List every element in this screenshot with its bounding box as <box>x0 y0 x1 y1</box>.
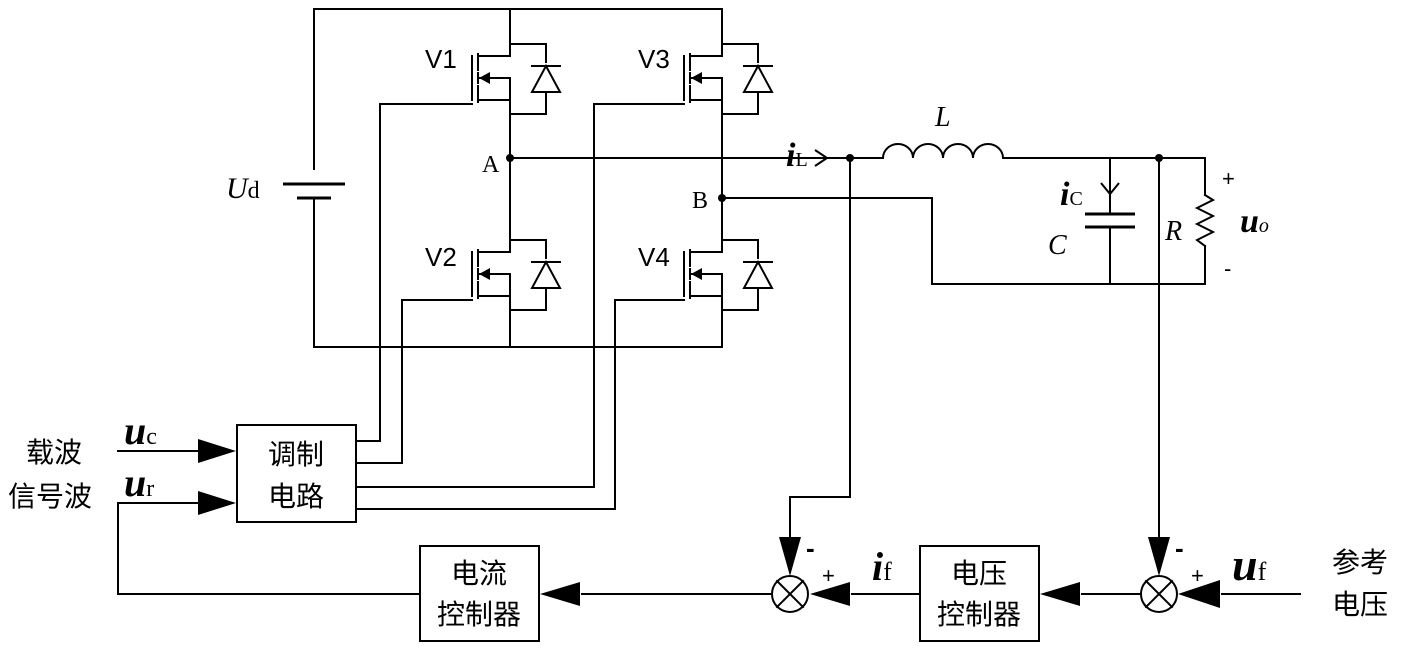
capacitor-label: C <box>1048 230 1067 261</box>
ic-label: iC <box>1060 176 1083 213</box>
sum2-minus: - <box>1175 533 1184 563</box>
output-voltage-label: uo <box>1240 203 1269 240</box>
modulation-label-line1: 调制 <box>268 439 324 470</box>
output-minus: - <box>1224 256 1231 281</box>
voltage-controller-block: 电压 控制器 <box>919 545 1040 642</box>
power-wiring <box>313 8 1206 348</box>
modulation-block: 调制 电路 <box>236 424 357 523</box>
capacitor: C <box>1048 182 1135 261</box>
transistor-v2-label: V2 <box>425 242 457 272</box>
reference-label-line2: 电压 <box>1332 589 1388 620</box>
reference-label-line1: 参考 <box>1332 547 1388 578</box>
voltage-ctrl-line1: 电压 <box>951 558 1007 589</box>
resistor-label: R <box>1164 216 1182 247</box>
transistor-v3: V3 <box>638 43 773 115</box>
sum1-minus: - <box>806 533 815 563</box>
transistor-v3-label: V3 <box>638 44 670 74</box>
uf-label: uf <box>1232 539 1267 590</box>
source-label: Ud <box>226 172 260 205</box>
sum2-plus: + <box>1191 563 1204 588</box>
inductor: L <box>881 102 1005 160</box>
transistor-v4: V4 <box>638 239 773 311</box>
transistor-v1-label: V1 <box>425 44 457 74</box>
node-a-label: A <box>482 152 500 178</box>
il-label: iL <box>786 137 808 174</box>
carrier-label: 载波 <box>26 437 82 468</box>
transistor-v1: V1 <box>425 43 561 115</box>
gate-drive-wires <box>355 103 685 510</box>
modulation-label-line2: 电路 <box>268 481 324 512</box>
inductor-label: L <box>934 102 951 133</box>
current-controller-block: 电流 控制器 <box>419 545 540 642</box>
transistor-v4-label: V4 <box>638 242 670 272</box>
current-ctrl-line1: 电流 <box>451 558 507 589</box>
uc-label: uc <box>124 408 157 453</box>
ur-label: ur <box>124 460 154 505</box>
summing-junction-voltage: - + <box>1140 533 1204 613</box>
signal-label: 信号波 <box>8 481 92 512</box>
if-label: if <box>872 544 892 589</box>
sum1-plus: + <box>822 563 835 588</box>
dc-source-battery <box>283 170 345 348</box>
control-wires <box>117 157 1301 608</box>
voltage-ctrl-line2: 控制器 <box>937 599 1021 630</box>
input-arrows <box>117 439 236 515</box>
transistor-v2: V2 <box>425 239 561 311</box>
output-plus: + <box>1222 166 1235 191</box>
summing-junction-current: - + <box>771 533 835 613</box>
il-arrow <box>814 149 829 167</box>
current-ctrl-line2: 控制器 <box>437 599 521 630</box>
node-b-label: B <box>692 188 708 214</box>
resistor: R <box>1164 193 1216 248</box>
